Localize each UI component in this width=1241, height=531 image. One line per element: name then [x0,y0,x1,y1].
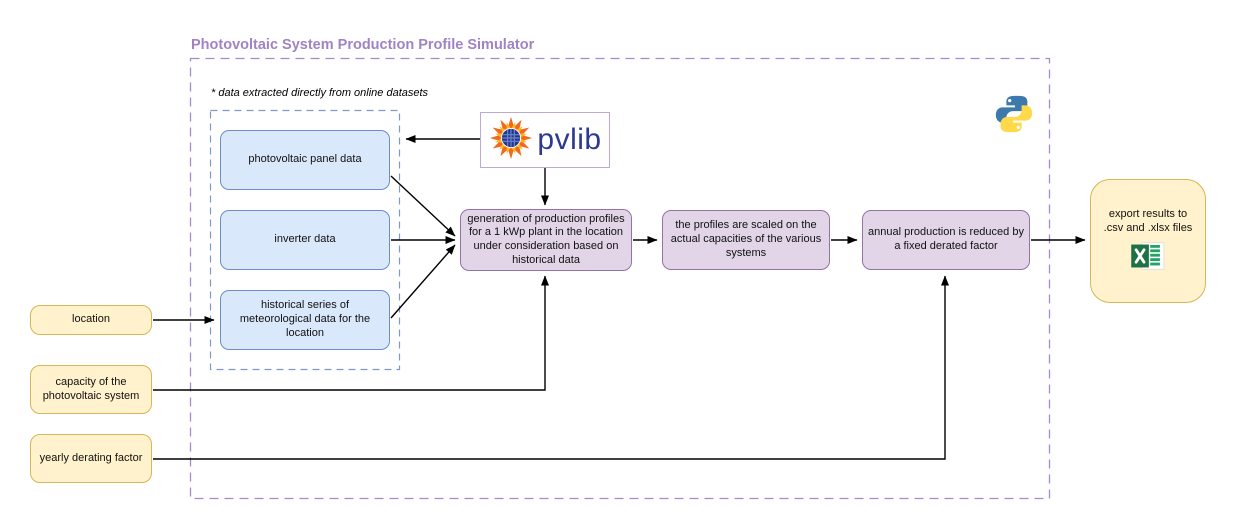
arrow-historical-to-generation [390,244,456,319]
node-inverter-data: inverter data [220,210,390,270]
excel-icon [1130,241,1166,275]
export-results-label: export results to .csv and .xlsx files [1103,207,1193,234]
page-title: Photovoltaic System Production Profile S… [191,37,535,53]
node-export-results: export results to .csv and .xlsx files [1090,179,1206,303]
pvlib-logo-box: pvlib [480,112,610,168]
datasets-note: * data extracted directly from online da… [211,87,429,99]
node-location: location [30,305,152,335]
node-profiles-scaled: the profiles are scaled on the actual ca… [662,210,830,270]
python-icon [993,93,1035,140]
node-capacity: capacity of the photovoltaic system [30,365,152,414]
node-yearly-derating: yearly derating factor [30,434,152,483]
pvlib-logo-text: pvlib [537,123,602,156]
node-annual-derated: annual production is reduced by a fixed … [862,210,1030,270]
arrow-panel-to-generation [390,175,456,237]
node-historical-meteo-data: historical series of meteorological data… [220,290,390,350]
pvlib-sun-icon [488,115,534,166]
node-photovoltaic-panel-data: photovoltaic panel data [220,130,390,190]
simulator-boundary [189,57,1051,500]
node-generation-profiles: generation of production profiles for a … [460,209,632,271]
